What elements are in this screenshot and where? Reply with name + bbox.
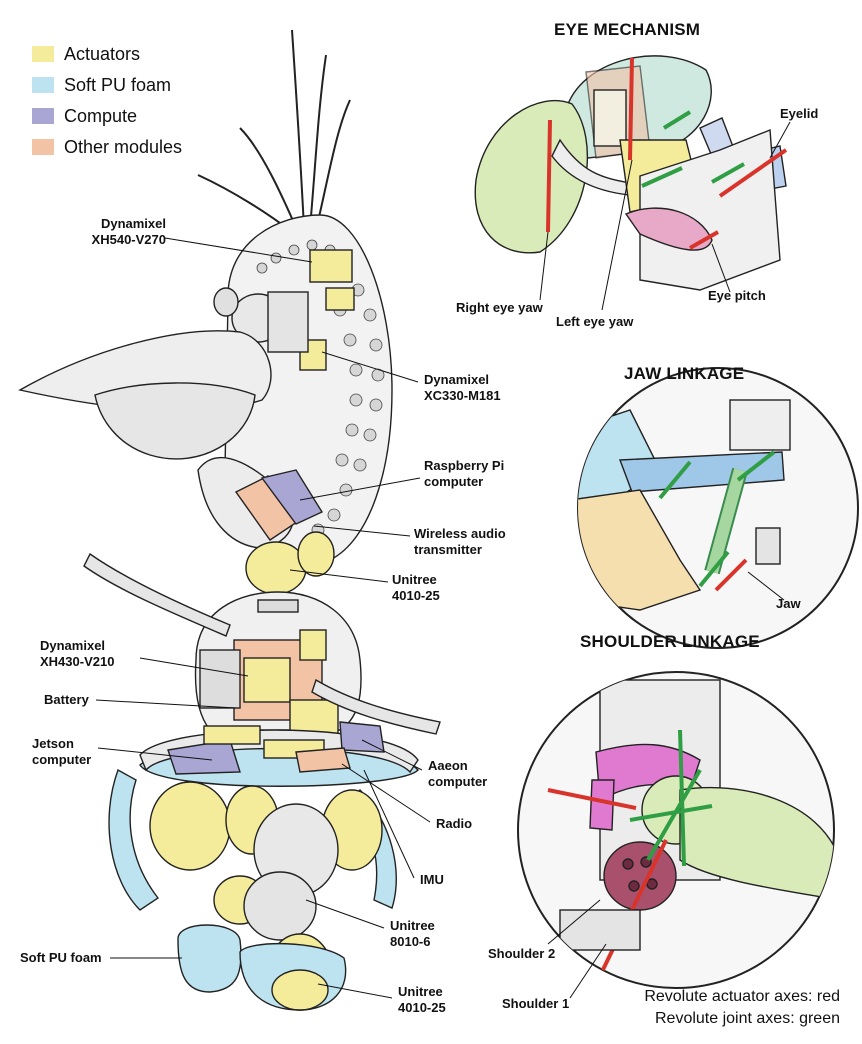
eye-mechanism-illustration xyxy=(474,55,788,291)
legend-label: Other modules xyxy=(64,136,183,157)
callout-right-eye-yaw: Right eye yaw xyxy=(456,300,543,315)
eye-mechanism-title: EYE MECHANISM xyxy=(554,20,701,39)
shoulder-linkage-illustration xyxy=(517,671,835,999)
callout-left-eye-yaw: Left eye yaw xyxy=(556,314,634,329)
callout-unitree-hip: Unitree 8010-6 xyxy=(390,918,435,949)
callout-battery: Battery xyxy=(44,692,89,707)
legend-item-other-modules: Other modules xyxy=(32,135,182,159)
callout-dynamixel-xh430: Dynamixel XH430-V210 xyxy=(40,638,115,669)
axes-legend-green: Revolute joint axes: green xyxy=(655,1010,840,1027)
callout-wireless-audio: Wireless audio transmitter xyxy=(414,526,506,557)
callout-leader-lines xyxy=(95,237,431,999)
legend-label: Compute xyxy=(64,105,138,126)
callout-imu: IMU xyxy=(420,872,444,887)
callout-unitree-neck: Unitree 4010-25 xyxy=(392,572,440,603)
callout-jaw: Jaw xyxy=(776,596,801,611)
eye-leader-lines xyxy=(539,121,791,311)
callout-unitree-ankle: Unitree 4010-25 xyxy=(398,984,446,1015)
compute-swatch xyxy=(32,108,54,124)
foam-swatch xyxy=(32,77,54,93)
shoulder-linkage-title: SHOULDER LINKAGE xyxy=(580,632,760,651)
legend-label: Actuators xyxy=(64,43,141,64)
legend-label: Soft PU foam xyxy=(64,74,172,95)
jaw-linkage-illustration xyxy=(577,367,859,649)
callout-shoulder-2: Shoulder 2 xyxy=(488,946,556,961)
callout-eyelid: Eyelid xyxy=(780,106,819,121)
callout-dynamixel-xh540: Dynamixel XH540-V270 xyxy=(91,216,166,247)
axes-legend: Revolute actuator axes: red Revolute joi… xyxy=(644,986,840,1030)
callout-dynamixel-xc330: Dynamixel XC330-M181 xyxy=(424,372,501,403)
callout-aaeon: Aaeon computer xyxy=(428,758,488,789)
jaw-linkage-title: JAW LINKAGE xyxy=(624,364,745,383)
legend-item-actuators: Actuators xyxy=(32,42,140,66)
callout-eye-pitch: Eye pitch xyxy=(708,288,766,303)
callout-jetson: Jetson computer xyxy=(32,736,92,767)
callout-soft-pu-foam: Soft PU foam xyxy=(20,950,102,965)
actuators-swatch xyxy=(32,46,54,62)
robot-illustration xyxy=(18,29,441,1011)
callout-raspberry-pi: Raspberry Pi computer xyxy=(424,458,505,489)
axes-legend-red: Revolute actuator axes: red xyxy=(644,988,840,1005)
other-swatch xyxy=(32,139,54,155)
callout-shoulder-1: Shoulder 1 xyxy=(502,996,570,1011)
legend-item-compute: Compute xyxy=(32,104,137,128)
callout-radio: Radio xyxy=(436,816,473,831)
legend-item-soft-pu-foam: Soft PU foam xyxy=(32,73,171,97)
